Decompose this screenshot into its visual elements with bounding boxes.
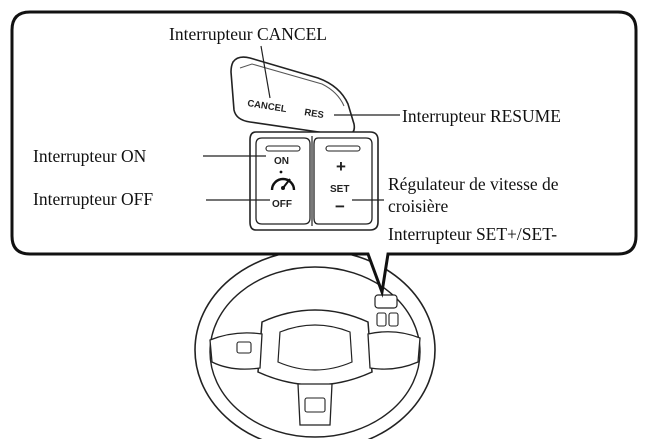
set-switch-text: SET xyxy=(330,184,349,195)
label-cruise-control-line2: croisière xyxy=(388,196,448,216)
label-resume-switch: Interrupteur RESUME xyxy=(402,106,561,126)
steering-wheel-illustration xyxy=(194,249,436,439)
label-set-plus-minus-switch: Interrupteur SET+/SET- xyxy=(388,224,557,244)
label-off-switch: Interrupteur OFF xyxy=(33,189,153,209)
label-on-switch: Interrupteur ON xyxy=(33,146,147,166)
label-cruise-control-line1: Régulateur de vitesse de xyxy=(388,174,559,194)
label-cancel-switch: Interrupteur CANCEL xyxy=(169,24,327,44)
cruise-speedometer-icon xyxy=(270,170,296,191)
cruise-switch-module: ON OFF + SET − xyxy=(249,131,379,231)
set-minus-text: − xyxy=(335,197,345,216)
res-switch-text: RES xyxy=(304,107,325,121)
set-plus-text: + xyxy=(336,157,346,176)
on-switch-text: ON xyxy=(274,156,289,167)
off-switch-text: OFF xyxy=(272,199,292,210)
leader-lines xyxy=(203,45,400,201)
